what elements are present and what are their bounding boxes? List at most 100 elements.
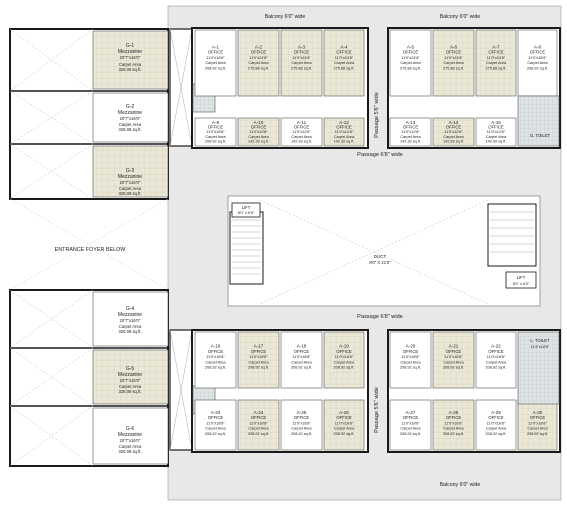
mezzanine-size: 20'7"x16'0"	[120, 180, 141, 185]
office-size: 11'0"x18'8"	[249, 421, 268, 425]
office-floor	[237, 29, 280, 97]
office-floor	[475, 399, 517, 451]
office-area-label: Carpet Area	[291, 61, 312, 65]
office-size: 11'0"x12'8"	[401, 130, 420, 134]
office-area-label: Carpet Area	[291, 135, 312, 139]
mezzanine-area-label: Carpet Area	[119, 62, 142, 67]
mezzanine-size: 20'7"x16'0"	[120, 318, 141, 323]
office-size: 11'0"x18'8"	[487, 421, 506, 425]
office-floor	[280, 117, 323, 147]
office-type: OFFICE	[403, 349, 419, 354]
office-id: A-30	[533, 410, 543, 415]
balcony-top-left-label: Balcony 6'0" wide	[265, 14, 306, 20]
toilet-bottom-size: 11'6"x18'8"	[531, 345, 550, 349]
office-area-label: Carpet Area	[527, 61, 548, 65]
office-area-label: Carpet Area	[205, 61, 226, 65]
mezzanine-area-label: Carpet Area	[119, 444, 142, 449]
office-type: OFFICE	[403, 125, 419, 130]
office-area-label: Carpet Area	[400, 360, 421, 364]
office-area: 208.92 sq.ft.	[248, 432, 269, 436]
mezzanine-area-label: Carpet Area	[119, 384, 142, 389]
mezzanine-area-label: Carpet Area	[119, 186, 142, 191]
office-id: A-1	[212, 44, 220, 49]
office-type: OFFICE	[294, 125, 310, 130]
office-id: A-21	[449, 344, 459, 349]
office-area: 208.92 sq.ft.	[443, 432, 464, 436]
office-id: A-18	[297, 344, 307, 349]
toilet-top: G. TOILET	[517, 95, 560, 147]
office-id: A-13	[406, 120, 416, 125]
office-type: OFFICE	[446, 50, 462, 55]
office-area: 275.88 sq.ft.	[334, 66, 355, 70]
office-size: 11'0"x12'8"	[249, 130, 268, 134]
office-area: 142.39 sq.ft.	[248, 139, 269, 143]
toilet-top-label: G. TOILET	[530, 133, 551, 138]
mezzanine-area: 328.08 sq.ft.	[118, 329, 141, 334]
office-id: A-3	[298, 44, 306, 49]
office-size: 11'0"x18'8"	[444, 355, 463, 359]
office-floor	[237, 399, 280, 451]
passage-vertical-bottom-label: Passage 5'6" wide	[374, 387, 380, 433]
office-id: A-5	[407, 44, 415, 49]
office-area-label: Carpet Area	[248, 427, 269, 431]
office-floor	[389, 117, 432, 147]
foyer-label: ENTRANCE FOYER BELOW	[55, 247, 127, 253]
office-area: 275.88 sq.ft.	[248, 66, 269, 70]
office-area: 208.92 sq.ft.	[334, 432, 355, 436]
mezzanine-size: 20'7"x16'0"	[120, 55, 141, 60]
office-id: A-20	[406, 344, 416, 349]
office-size: 11'0"x12'8"	[444, 130, 463, 134]
office-area: 208.92 sq.ft.	[486, 432, 507, 436]
office-floor	[323, 29, 365, 97]
office-area: 275.88 sq.ft.	[486, 66, 507, 70]
office-area: 208.92 sq.ft.	[205, 66, 226, 70]
office-type: OFFICE	[403, 415, 419, 420]
office-area-label: Carpet Area	[443, 135, 464, 139]
office-id: A-19	[339, 344, 349, 349]
mezzanine-id: G-1	[126, 43, 135, 49]
office-area-label: Carpet Area	[291, 427, 312, 431]
office-area-label: Carpet Area	[400, 135, 421, 139]
office-area-label: Carpet Area	[334, 61, 355, 65]
office-id: A-27	[406, 410, 416, 415]
mezzanine-area: 328.08 sq.ft.	[118, 389, 141, 394]
mezzanine-labels: G-1 Mezzanine 20'7"x16'0" Carpet Area 32…	[118, 43, 142, 454]
office-area: 208.92 sq.ft.	[486, 365, 507, 369]
office-area: 208.92 sq.ft.	[205, 432, 226, 436]
office-area: 142.39 sq.ft.	[443, 139, 464, 143]
office-area: 208.92 sq.ft.	[291, 432, 312, 436]
mezzanine-size: 20'7"x16'0"	[120, 116, 141, 121]
office-floor	[432, 29, 475, 97]
mezzanine-id: G-3	[126, 168, 135, 174]
office-id: A-29	[491, 410, 501, 415]
mezzanine-name: Mezzanine	[118, 432, 142, 438]
office-area: 208.92 sq.ft.	[334, 365, 355, 369]
office-area: 208.92 sq.ft.	[205, 365, 226, 369]
mezzanine-area-label: Carpet Area	[119, 324, 142, 329]
office-type: OFFICE	[446, 125, 462, 130]
mezzanine-id: G-2	[126, 104, 135, 110]
office-type: OFFICE	[446, 415, 462, 420]
office-size: 11'0"x18'8"	[292, 421, 311, 425]
office-size: 11'0"x24'8"	[292, 56, 311, 60]
office-area-label: Carpet Area	[486, 61, 507, 65]
office-size: 11'0"x24'8"	[249, 56, 268, 60]
office-size: 11'0"x18'8"	[528, 421, 547, 425]
office-type: OFFICE	[403, 50, 419, 55]
balcony-bottom-label: Balcony 6'0" wide	[440, 482, 481, 488]
office-type: OFFICE	[336, 349, 352, 354]
